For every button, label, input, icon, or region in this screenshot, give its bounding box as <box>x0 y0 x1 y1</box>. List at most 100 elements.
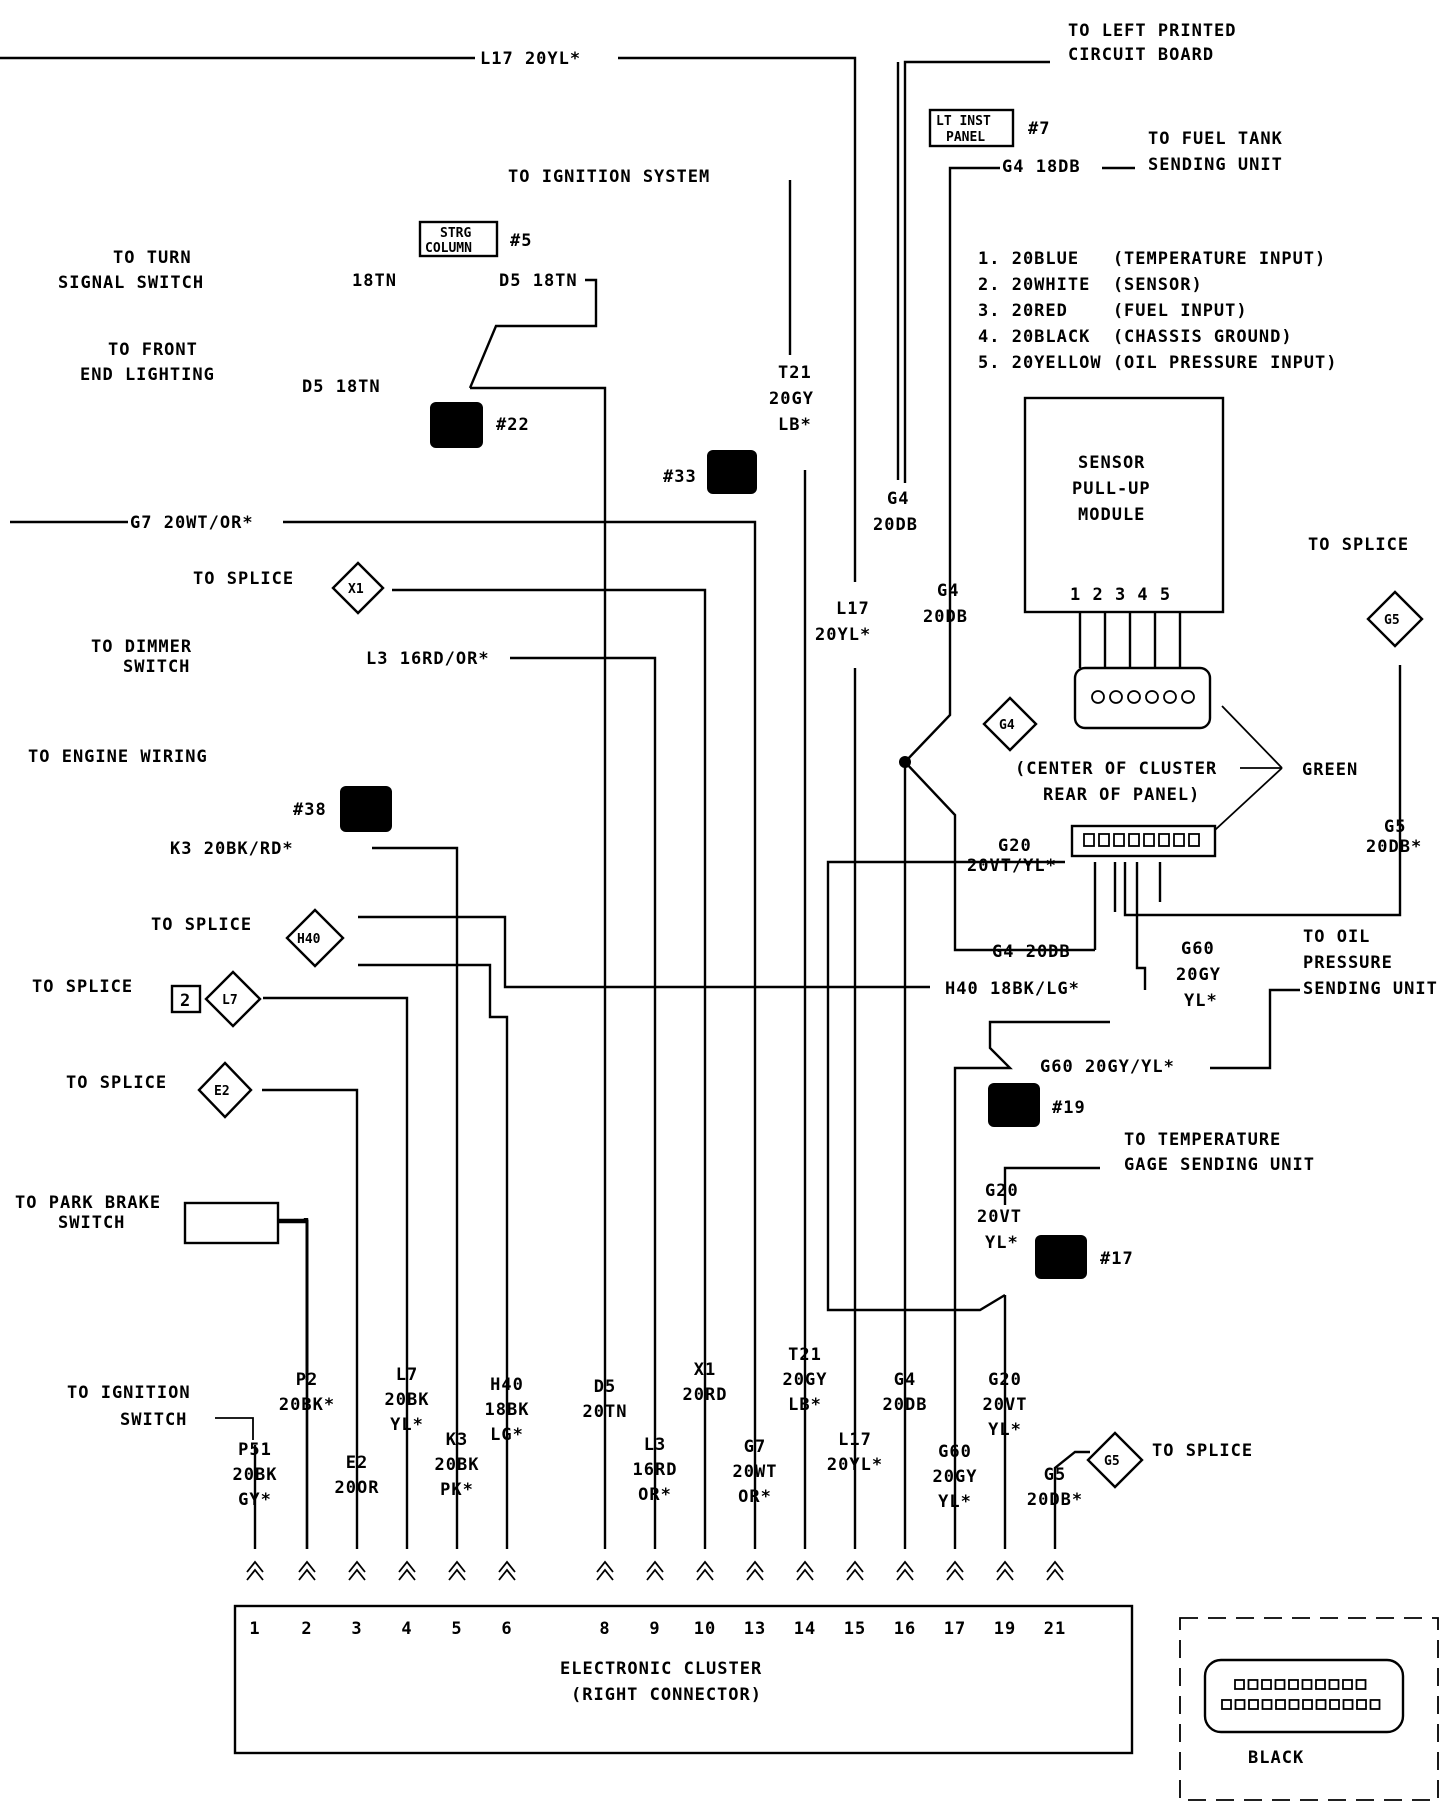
cluster-pin-10-wire-label: X1 <box>694 1360 716 1380</box>
cluster-rear-connector-pin <box>1098 833 1110 847</box>
g60-low-label: G60 20GY/YL* <box>1040 1057 1175 1077</box>
cluster-pin-arrow-9 <box>646 1560 664 1581</box>
temp-gage-label-1: TO TEMPERATURE <box>1124 1130 1281 1150</box>
g7-top-label: G7 20WT/OR* <box>130 513 254 533</box>
cluster-rear-connector-pin <box>1143 833 1155 847</box>
l17-mid-label-1: L17 <box>836 599 870 619</box>
dimmer-label-1: TO DIMMER <box>91 637 192 657</box>
cluster-pin-6-wire-label: LG* <box>490 1425 524 1445</box>
cluster-pin-15-wire-label: 20YL* <box>827 1455 883 1475</box>
splice-l7-dest-label: TO SPLICE <box>32 977 133 997</box>
cluster-pin-13-wire-label: OR* <box>738 1487 772 1507</box>
cluster-rear-connector-pin <box>1113 833 1125 847</box>
engine-wiring-label: TO ENGINE WIRING <box>28 747 208 767</box>
cluster-pin-10: 10 <box>694 1619 716 1639</box>
splice-x1-label: X1 <box>348 582 364 597</box>
splice-x1-icon <box>331 561 385 615</box>
g4-mid2-label-1: G4 <box>937 581 959 601</box>
black-connector-pin <box>1221 1699 1232 1710</box>
g20-low-label-3: YL* <box>985 1233 1019 1253</box>
splice-h40-dest-label: TO SPLICE <box>151 915 252 935</box>
sensor-list-5: 5. 20YELLOW (OIL PRESSURE INPUT) <box>978 353 1338 373</box>
strg-column-label-1: STRG <box>440 226 471 241</box>
cluster-pin-arrow-8 <box>596 1560 614 1581</box>
connector-33-icon <box>707 450 757 494</box>
module-connector-pin <box>1145 690 1159 704</box>
g4-mid1-label-1: G4 <box>887 489 909 509</box>
ignition-switch-label-1: TO IGNITION <box>67 1383 191 1403</box>
splice-h40-icon <box>285 908 345 968</box>
cluster-pin-4-wire-label: YL* <box>390 1415 424 1435</box>
black-connector-pin <box>1329 1699 1340 1710</box>
connector-17-label: #17 <box>1100 1249 1134 1269</box>
cluster-pin-arrow-17 <box>946 1560 964 1581</box>
splice-g5-top-dest-label: TO SPLICE <box>1308 535 1409 555</box>
strg-column-box <box>418 220 499 258</box>
splice-h40-label: H40 <box>297 932 321 947</box>
connector-38-label: #38 <box>293 800 327 820</box>
splice-g5-bottom-label: G5 <box>1104 1454 1120 1469</box>
cluster-pin-5: 5 <box>451 1619 462 1639</box>
module-connector-pin <box>1109 690 1123 704</box>
splice-g5-top-icon <box>1366 590 1424 648</box>
ignition-system-label: TO IGNITION SYSTEM <box>508 167 710 187</box>
g5-right-label-2: 20DB* <box>1366 837 1422 857</box>
lt-inst-panel-box <box>928 108 1015 148</box>
black-connector-pin <box>1234 1679 1245 1690</box>
cluster-pin-arrow-13 <box>746 1560 764 1581</box>
black-connector-pin <box>1328 1679 1340 1690</box>
splice-g4-label: G4 <box>999 718 1015 733</box>
strg-column-label-2: COLUMN <box>425 241 472 256</box>
sensor-list-1: 1. 20BLUE (TEMPERATURE INPUT) <box>978 249 1326 269</box>
cluster-pin-14: 14 <box>794 1619 816 1639</box>
cluster-pin-14-wire-label: T21 <box>788 1345 822 1365</box>
k3-top-label: K3 20BK/RD* <box>170 839 294 859</box>
cluster-pin-3: 3 <box>351 1619 362 1639</box>
d5-18tn-b-label: D5 18TN <box>499 271 578 291</box>
sensor-list-2: 2. 20WHITE (SENSOR) <box>978 275 1203 295</box>
g4-20db-low-label: G4 20DB <box>992 942 1071 962</box>
cluster-pin-arrow-1 <box>246 1560 264 1581</box>
t21-top-label-1: T21 <box>778 363 812 383</box>
cluster-pin-17-wire-label: G60 <box>938 1442 972 1462</box>
cluster-pin-10-wire-label: 20RD <box>683 1385 728 1405</box>
cluster-pin-14-wire-label: 20GY <box>783 1370 828 1390</box>
splice-g5-top-label: G5 <box>1384 613 1400 628</box>
front-lighting-label-1: TO FRONT <box>108 340 198 360</box>
black-connector-pin <box>1247 1679 1259 1690</box>
strg-column-num: #5 <box>510 231 532 251</box>
cluster-pin-17-wire-label: YL* <box>938 1492 972 1512</box>
black-connector-pin <box>1315 1679 1326 1690</box>
cluster-location-1: (CENTER OF CLUSTER <box>1015 759 1217 779</box>
cluster-pin-8: 8 <box>599 1619 610 1639</box>
black-connector-pin <box>1369 1699 1381 1710</box>
splice-g5-bottom-icon <box>1086 1431 1144 1489</box>
dimmer-label-2: SWITCH <box>123 657 190 677</box>
cluster-rear-connector-pin <box>1083 833 1095 847</box>
turn-signal-label-2: SIGNAL SWITCH <box>58 273 204 293</box>
h40-mid-label: H40 18BK/LG* <box>945 979 1080 999</box>
module-connector-pin <box>1091 690 1105 704</box>
g4-fuel-label: G4 18DB <box>1002 157 1081 177</box>
left-pcb-label-1: TO LEFT PRINTED <box>1068 21 1237 41</box>
cluster-pin-arrow-21 <box>1046 1560 1064 1581</box>
cluster-pin-9-wire-label: L3 <box>644 1435 666 1455</box>
cluster-pin-9-wire-label: OR* <box>638 1485 672 1505</box>
cluster-pin-9-wire-label: 16RD <box>633 1460 678 1480</box>
cluster-pin-arrow-15 <box>846 1560 864 1581</box>
g60-mid-label-2: 20GY <box>1176 965 1221 985</box>
cluster-rear-connector-pin <box>1173 833 1185 847</box>
l3-top-label: L3 16RD/OR* <box>366 649 490 669</box>
front-lighting-label-2: END LIGHTING <box>80 365 215 385</box>
cluster-pin-1-wire-label: P51 <box>238 1440 272 1460</box>
cluster-pin-1: 1 <box>249 1619 260 1639</box>
cluster-title-2: (RIGHT CONNECTOR) <box>571 1685 762 1705</box>
splice-l7-num: 2 <box>180 991 191 1011</box>
cluster-pin-17: 17 <box>944 1619 966 1639</box>
cluster-rear-connector-pin <box>1158 833 1170 847</box>
cluster-pin-19-wire-label: G20 <box>988 1370 1022 1390</box>
connector-19-icon <box>988 1083 1040 1127</box>
module-title-3: MODULE <box>1078 505 1145 525</box>
d5-18tn-a-label: 18TN <box>352 271 397 291</box>
